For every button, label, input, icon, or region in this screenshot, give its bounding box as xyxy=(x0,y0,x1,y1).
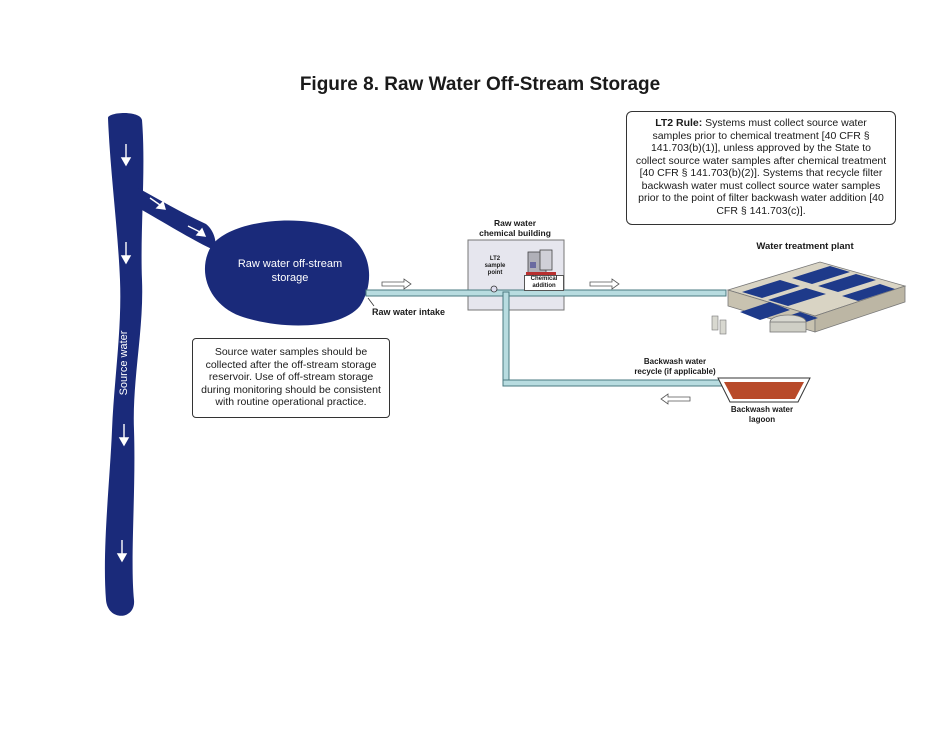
chemical-building-line2: chemical building xyxy=(479,228,551,238)
lagoon-line2: lagoon xyxy=(748,415,776,424)
backwash-recycle-label: Backwash water recycle (if applicable) xyxy=(620,357,730,377)
raw-water-intake-label: Raw water intake xyxy=(372,307,446,317)
water-treatment-plant-graphic xyxy=(711,261,907,335)
branch-stream xyxy=(138,188,216,250)
page-title: Figure 8. Raw Water Off-Stream Storage xyxy=(299,74,661,95)
chemical-building-label: Raw water chemical building xyxy=(460,218,570,238)
recycle-pipe-horizontal xyxy=(502,379,724,387)
storage-label-line1: Raw water off-stream xyxy=(237,258,343,270)
storage-label: Raw water off-stream storage xyxy=(224,257,356,285)
lt2-sample-line2: sample xyxy=(484,263,506,269)
sample-point-marker xyxy=(490,285,498,293)
water-treatment-plant-label: Water treatment plant xyxy=(756,241,854,252)
lt2-sample-line3: point xyxy=(487,270,503,276)
backwash-lagoon-label: Backwash water lagoon xyxy=(720,405,804,425)
backwash-lagoon-graphic xyxy=(717,377,811,403)
chemical-addition-label: Chemical addition xyxy=(524,275,564,291)
lt2-rule-label: LT2 Rule: xyxy=(655,117,703,129)
backwash-recycle-line1: Backwash water xyxy=(643,357,707,366)
source-water-river xyxy=(104,113,144,616)
source-water-label: Source water xyxy=(118,330,130,396)
storage-label-line2: storage xyxy=(271,272,309,284)
chemical-building-line1: Raw water xyxy=(493,218,537,228)
chemical-line1: Chemical xyxy=(530,276,558,282)
chemical-tank-icon xyxy=(526,249,556,275)
lt2-sample-line1: LT2 xyxy=(489,256,501,262)
lagoon-line1: Backwash water xyxy=(730,405,794,414)
chemical-line2: addition xyxy=(532,283,556,289)
lt2-rule-note: LT2 Rule: Systems must collect source wa… xyxy=(626,111,896,225)
recycle-pipe-vertical xyxy=(502,291,510,387)
lt2-sample-point-label: LT2 sample point xyxy=(478,256,512,277)
flow-arrows xyxy=(381,278,691,405)
river-arrows xyxy=(116,144,207,563)
backwash-recycle-line2: recycle (if applicable) xyxy=(634,367,716,376)
lt2-rule-text: Systems must collect source water sample… xyxy=(635,117,887,217)
source-sample-note: Source water samples should be collected… xyxy=(192,338,390,418)
off-stream-storage-reservoir xyxy=(204,220,370,326)
intake-pointer xyxy=(367,297,375,307)
